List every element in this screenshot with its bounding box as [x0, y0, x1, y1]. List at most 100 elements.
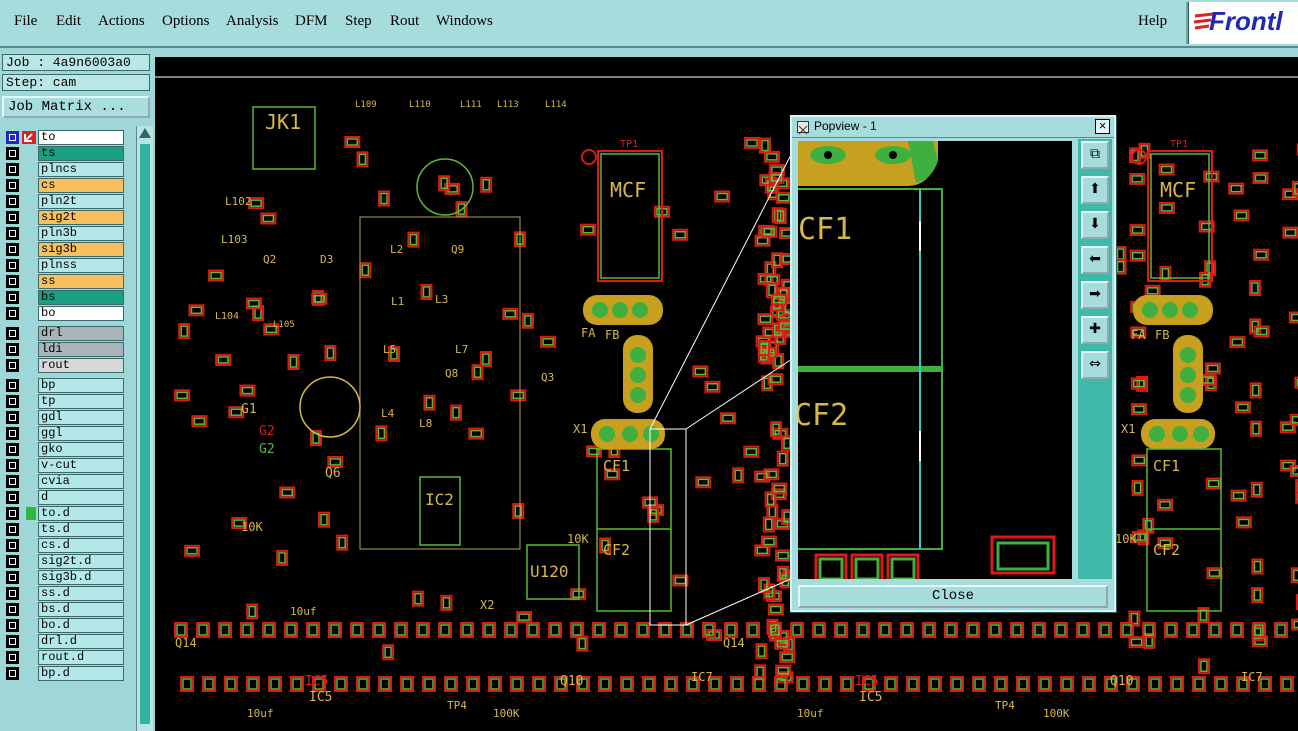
layer-checkbox[interactable]: [6, 327, 19, 340]
layer-row-v-cut[interactable]: v-cut: [4, 458, 124, 473]
layer-row-pln2t[interactable]: pln2t: [4, 194, 124, 209]
layer-row-bo-d[interactable]: bo.d: [4, 618, 124, 633]
layer-checkbox[interactable]: [6, 651, 19, 664]
layer-name[interactable]: ss.d: [38, 586, 124, 601]
layer-checkbox[interactable]: [6, 307, 19, 320]
layer-name[interactable]: cs: [38, 178, 124, 193]
layer-checkbox[interactable]: [6, 635, 19, 648]
layer-checkbox[interactable]: [6, 147, 19, 160]
layer-checkbox[interactable]: [6, 359, 19, 372]
layer-row-pln3b[interactable]: pln3b: [4, 226, 124, 241]
layer-name[interactable]: sig2t.d: [38, 554, 124, 569]
layer-checkbox[interactable]: [6, 475, 19, 488]
layer-name[interactable]: sig2t: [38, 210, 124, 225]
popview-titlebar[interactable]: Popview - 1 ×: [792, 117, 1114, 138]
layer-checkbox[interactable]: [6, 131, 19, 144]
menu-analysis[interactable]: Analysis: [226, 13, 279, 29]
layer-name[interactable]: ldi: [38, 342, 124, 357]
layer-row-rout[interactable]: rout: [4, 358, 124, 373]
menu-file[interactable]: File: [14, 13, 38, 29]
menu-edit[interactable]: Edit: [56, 13, 81, 29]
layer-row-to[interactable]: to: [4, 130, 124, 145]
popview-zoom-view[interactable]: CF1 CF2: [798, 141, 1072, 579]
layer-row-gdl[interactable]: gdl: [4, 410, 124, 425]
layer-checkbox[interactable]: [6, 163, 19, 176]
layer-name[interactable]: to: [38, 130, 124, 145]
layer-checkbox[interactable]: [6, 243, 19, 256]
menu-help[interactable]: Help: [1138, 13, 1168, 29]
layer-name[interactable]: pln3b: [38, 226, 124, 241]
pan-left-icon[interactable]: ⬅: [1081, 246, 1109, 274]
layer-name[interactable]: cvia: [38, 474, 124, 489]
layer-row-bp-d[interactable]: bp.d: [4, 666, 124, 681]
job-matrix-button[interactable]: Job Matrix ...: [2, 96, 150, 118]
pcb-drawing[interactable]: JK1IC2MCFTP1CF1CF2U120G1G2G2Q6Q10Q14IC5I…: [155, 57, 1298, 731]
layer-checkbox[interactable]: [6, 179, 19, 192]
layer-row-ts[interactable]: ts: [4, 146, 124, 161]
menu-step[interactable]: Step: [345, 13, 372, 29]
layer-row-tp[interactable]: tp: [4, 394, 124, 409]
layer-name[interactable]: gko: [38, 442, 124, 457]
layer-name[interactable]: bo.d: [38, 618, 124, 633]
layer-name[interactable]: v-cut: [38, 458, 124, 473]
layer-row-ggl[interactable]: ggl: [4, 426, 124, 441]
layer-name[interactable]: rout: [38, 358, 124, 373]
layer-row-to-d[interactable]: to.d: [4, 506, 124, 521]
layer-row-bp[interactable]: bp: [4, 378, 124, 393]
layer-name[interactable]: rout.d: [38, 650, 124, 665]
layer-name[interactable]: bs: [38, 290, 124, 305]
layer-checkbox[interactable]: [6, 459, 19, 472]
window-menu-icon[interactable]: [797, 121, 809, 135]
layer-row-sig2t-d[interactable]: sig2t.d: [4, 554, 124, 569]
layer-row-ss[interactable]: ss: [4, 274, 124, 289]
layer-checkbox[interactable]: [6, 539, 19, 552]
layer-row-cvia[interactable]: cvia: [4, 474, 124, 489]
layer-name[interactable]: pln2t: [38, 194, 124, 209]
layer-name[interactable]: sig3b.d: [38, 570, 124, 585]
layer-row-drl[interactable]: drl: [4, 326, 124, 341]
layer-row-plncs[interactable]: plncs: [4, 162, 124, 177]
layer-row-bs[interactable]: bs: [4, 290, 124, 305]
layer-checkbox[interactable]: [6, 555, 19, 568]
layer-row-gko[interactable]: gko: [4, 442, 124, 457]
layer-name[interactable]: bp.d: [38, 666, 124, 681]
layer-name[interactable]: tp: [38, 394, 124, 409]
pan-right-icon[interactable]: ➡: [1081, 281, 1109, 309]
menu-options[interactable]: Options: [162, 13, 210, 29]
layer-name[interactable]: bs.d: [38, 602, 124, 617]
layer-checkbox[interactable]: [6, 227, 19, 240]
layer-checkbox[interactable]: [6, 667, 19, 680]
zoom-out-icon[interactable]: ⇔: [1081, 351, 1109, 379]
zoom-in-icon[interactable]: ✚: [1081, 316, 1109, 344]
layer-checkbox[interactable]: [6, 491, 19, 504]
layer-row-plnss[interactable]: plnss: [4, 258, 124, 273]
layer-checkbox[interactable]: [6, 259, 19, 272]
layer-row-d[interactable]: d: [4, 490, 124, 505]
menu-dfm[interactable]: DFM: [295, 13, 328, 29]
layer-checkbox[interactable]: [6, 379, 19, 392]
layer-row-ldi[interactable]: ldi: [4, 342, 124, 357]
layer-row-ss-d[interactable]: ss.d: [4, 586, 124, 601]
layer-name[interactable]: cs.d: [38, 538, 124, 553]
layer-name[interactable]: ts.d: [38, 522, 124, 537]
layer-name[interactable]: to.d: [38, 506, 124, 521]
scroll-thumb[interactable]: [140, 144, 150, 724]
layer-checkbox[interactable]: [6, 411, 19, 424]
layer-row-bs-d[interactable]: bs.d: [4, 602, 124, 617]
layer-checkbox[interactable]: [6, 211, 19, 224]
layer-row-cs[interactable]: cs: [4, 178, 124, 193]
layer-name[interactable]: bp: [38, 378, 124, 393]
layer-name[interactable]: plnss: [38, 258, 124, 273]
layer-name[interactable]: bo: [38, 306, 124, 321]
layer-row-bo[interactable]: bo: [4, 306, 124, 321]
layer-checkbox[interactable]: [6, 395, 19, 408]
layer-checkbox[interactable]: [6, 619, 19, 632]
pan-up-icon[interactable]: ⬆: [1081, 176, 1109, 204]
layer-list-scrollbar[interactable]: [136, 126, 153, 731]
layer-checkbox[interactable]: [6, 275, 19, 288]
layer-name[interactable]: ss: [38, 274, 124, 289]
zoom-fit-icon[interactable]: ⧉: [1081, 141, 1109, 169]
layer-name[interactable]: ggl: [38, 426, 124, 441]
layer-name[interactable]: d: [38, 490, 124, 505]
layer-checkbox[interactable]: [6, 427, 19, 440]
